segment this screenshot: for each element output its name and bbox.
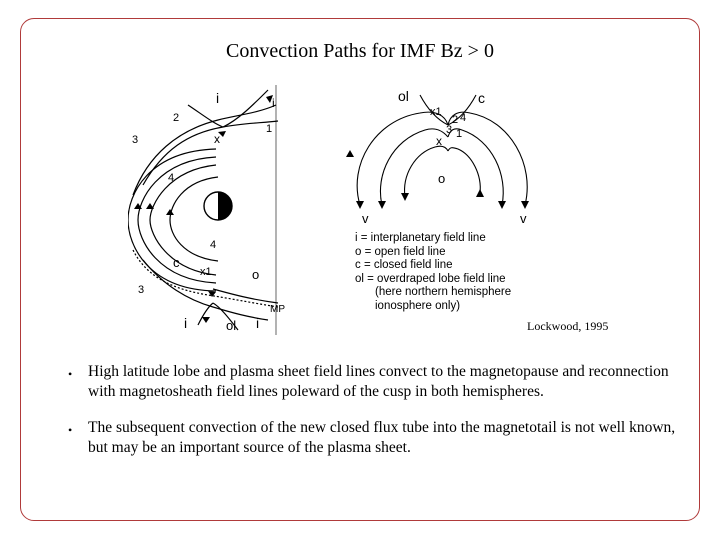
bullet-item: • High latitude lobe and plasma sheet fi… <box>68 362 688 402</box>
label-x1: x1 <box>430 106 442 118</box>
label-c: c <box>478 90 485 106</box>
label-1: 1 <box>456 128 462 140</box>
bullet-item: • The subsequent convection of the new c… <box>68 418 688 458</box>
label-1-top: 1 <box>266 123 272 135</box>
bullet-list: • High latitude lobe and plasma sheet fi… <box>68 362 688 474</box>
ionosphere-convection-diagram: ol c x1 2 3 4 1 x o v v <box>346 88 529 225</box>
label-3-bottom: 3 <box>138 284 144 296</box>
legend-line: o = open field line <box>355 245 446 258</box>
label-4: 4 <box>460 112 466 124</box>
diagram-legend: i = interplanetary field line o = open f… <box>355 232 511 313</box>
legend-line: ol = overdraped lobe field line <box>355 272 506 285</box>
legend-line: c = closed field line <box>355 259 453 271</box>
label-i-bottom-right: i <box>256 315 259 331</box>
label-x1-bottom: x1 <box>200 266 212 278</box>
label-ol-bottom: ol <box>226 318 236 333</box>
label-x: x <box>436 134 442 148</box>
bullet-text: The subsequent convection of the new clo… <box>88 419 676 456</box>
label-o: o <box>438 171 445 186</box>
label-4-bottom: 4 <box>210 239 216 251</box>
label-o-bottom: o <box>252 267 259 282</box>
label-i-bottom-left: i <box>184 315 187 331</box>
label-4-top: 4 <box>168 172 174 184</box>
legend-line: ionosphere only) <box>375 299 461 312</box>
bullet-marker: • <box>68 367 73 381</box>
label-3-top: 3 <box>132 134 138 146</box>
label-3: 3 <box>446 124 452 136</box>
label-v-right: v <box>520 211 527 225</box>
label-x-top: x <box>214 132 220 146</box>
magnetosphere-diagram: i i 2 1 x 3 4 c 4 x1 o 3 MP i ol i <box>128 85 285 335</box>
label-mp: MP <box>270 304 285 315</box>
label-c-left: c <box>173 255 180 270</box>
label-i-top-right: i <box>272 96 275 110</box>
slide-frame <box>20 18 700 521</box>
label-i-top-left: i <box>216 90 219 106</box>
bullet-text: High latitude lobe and plasma sheet fiel… <box>88 363 669 400</box>
figure-credit: Lockwood, 1995 <box>527 319 609 333</box>
label-ol: ol <box>398 88 409 104</box>
legend-line: (here northern hemisphere <box>375 286 512 298</box>
label-2-top: 2 <box>173 112 179 124</box>
legend-line: i = interplanetary field line <box>355 232 486 244</box>
slide-title: Convection Paths for IMF Bz > 0 <box>226 40 494 62</box>
label-v-left: v <box>362 211 369 225</box>
label-2: 2 <box>452 114 458 126</box>
bullet-marker: • <box>68 423 73 437</box>
